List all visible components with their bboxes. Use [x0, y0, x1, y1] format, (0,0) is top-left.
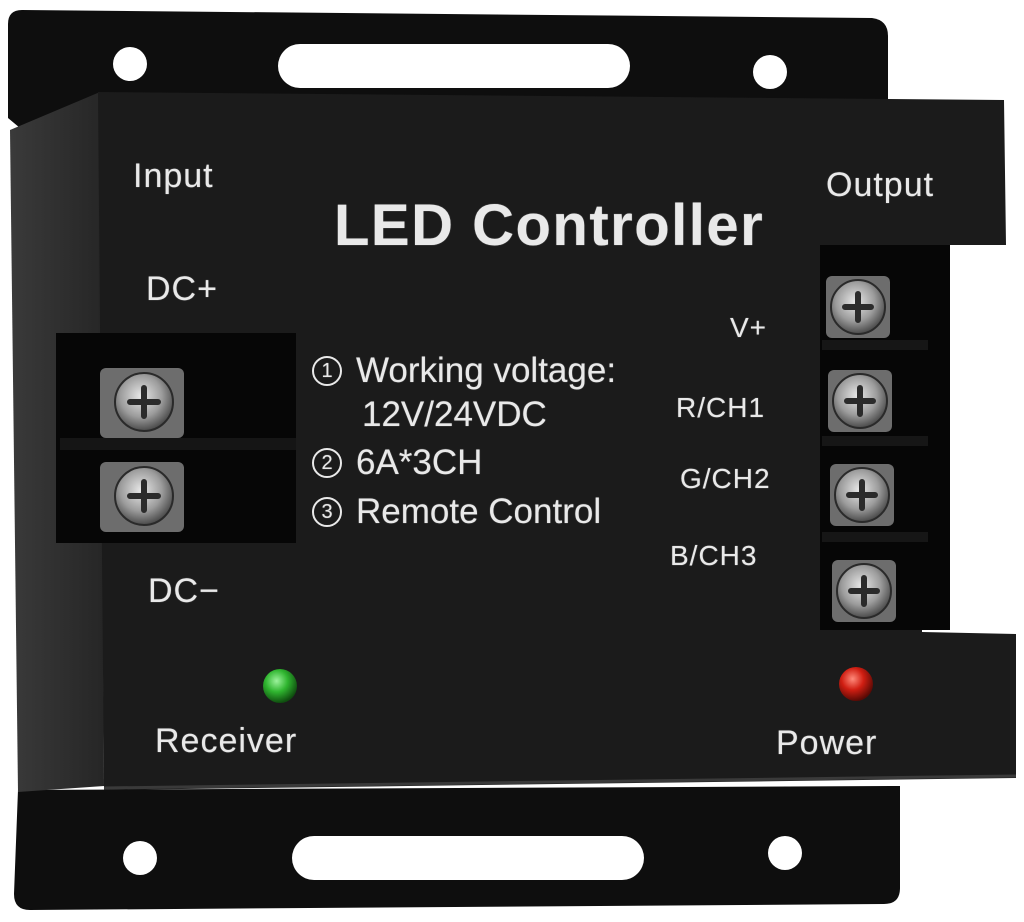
- output-screw-b-ch3: [832, 560, 896, 622]
- dc-minus-label: DC−: [148, 572, 220, 610]
- spec-item-remote-control: 3 Remote Control: [312, 492, 601, 532]
- device-title: LED Controller: [334, 193, 765, 258]
- spec-item-working-voltage: 1 Working voltage:: [312, 351, 616, 391]
- channel-label-r-ch1: R/CH1: [676, 392, 766, 423]
- front-panel: [98, 92, 1016, 790]
- spec-number: 2: [312, 448, 342, 478]
- dc-plus-label: DC+: [146, 270, 218, 308]
- output-label: Output: [826, 166, 935, 204]
- spec-text: Working voltage:: [356, 351, 617, 390]
- spec-number: 1: [312, 356, 342, 386]
- mounting-hole-bottom-left: [123, 841, 157, 875]
- channel-label-b-ch3: B/CH3: [670, 540, 758, 571]
- spec-item-current: 2 6A*3CH: [312, 443, 482, 483]
- mounting-hole-bottom-right: [768, 836, 802, 870]
- receiver-led-indicator: [263, 669, 297, 703]
- spec-text: 6A*3CH: [356, 443, 483, 482]
- input-screw-minus: [100, 462, 184, 532]
- input-screw-plus: [100, 368, 184, 438]
- spec-item-voltage-value: 12V/24VDC: [362, 395, 547, 434]
- input-label: Input: [133, 157, 214, 195]
- output-screw-g-ch2: [830, 464, 894, 526]
- power-label: Power: [776, 724, 878, 762]
- output-screw-v-plus: [826, 276, 890, 338]
- power-led-indicator: [839, 667, 873, 701]
- mounting-hole-top-left: [113, 47, 147, 81]
- channel-label-g-ch2: G/CH2: [680, 463, 771, 494]
- mounting-hole-top-right: [753, 55, 787, 89]
- spec-number: 3: [312, 497, 342, 527]
- receiver-label: Receiver: [155, 722, 298, 760]
- spec-text: Remote Control: [356, 492, 602, 531]
- mounting-slot-top: [278, 44, 630, 88]
- channel-label-v-plus: V+: [730, 312, 768, 343]
- output-screw-r-ch1: [828, 370, 892, 432]
- mounting-slot-bottom: [292, 836, 644, 880]
